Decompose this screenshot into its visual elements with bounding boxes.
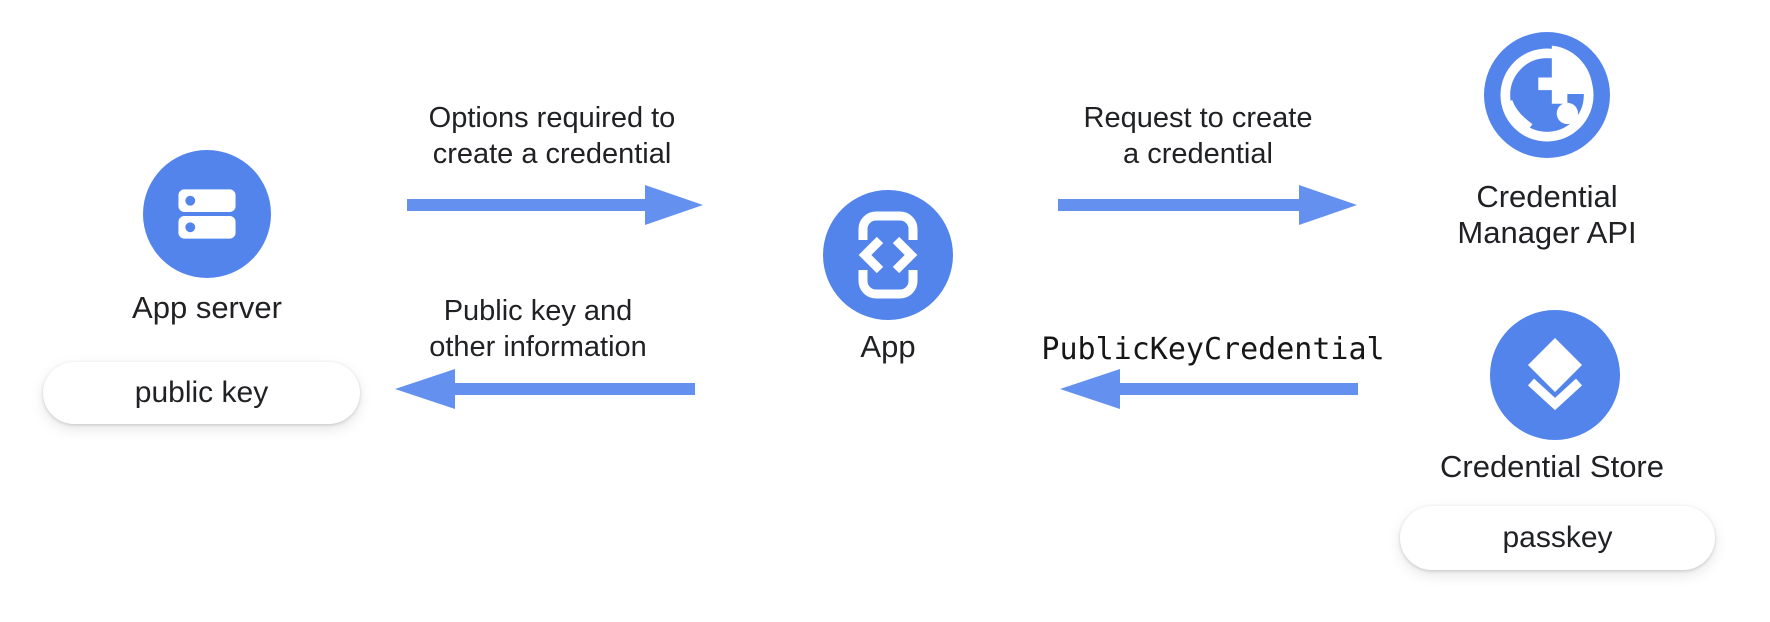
request-caption-line2: a credential bbox=[1123, 138, 1273, 170]
public-key-info-line1: Public key and bbox=[443, 295, 633, 327]
options-caption-line1: Options required to bbox=[428, 102, 676, 134]
server-icon bbox=[143, 150, 271, 278]
options-caption-line2: create a credential bbox=[432, 138, 672, 170]
request-caption-line1: Request to create bbox=[1083, 102, 1313, 134]
public-key-pill: public key bbox=[43, 362, 360, 424]
app-server-badge bbox=[143, 150, 271, 278]
credential-manager-badge bbox=[1484, 32, 1610, 158]
arrow-left-public-key-info bbox=[395, 369, 695, 409]
credential-store-label: Credential Store bbox=[1439, 449, 1665, 484]
app-badge bbox=[823, 190, 953, 320]
app-label: App bbox=[860, 329, 916, 364]
request-caption: Request to create a credential bbox=[1084, 100, 1313, 172]
public-key-info-line2: other information bbox=[429, 331, 647, 363]
credential-manager-label-line2: Manager API bbox=[1457, 215, 1637, 250]
passkey-pill: passkey bbox=[1400, 506, 1715, 570]
arrow-right-request bbox=[1058, 185, 1357, 225]
arrow-left-publickeycredential bbox=[1060, 369, 1358, 409]
options-caption: Options required to create a credential bbox=[429, 100, 676, 172]
arrow-right-options bbox=[407, 185, 703, 225]
app-server-label: App server bbox=[132, 290, 282, 325]
credential-manager-label: Credential Manager API bbox=[1457, 179, 1636, 251]
layers-icon bbox=[1490, 310, 1620, 440]
globe-icon bbox=[1484, 32, 1610, 158]
credential-store-badge bbox=[1490, 310, 1620, 440]
credential-manager-label-line1: Credential bbox=[1476, 179, 1618, 214]
phone-code-icon bbox=[823, 190, 953, 320]
publickeycredential-caption: PublicKeyCredential bbox=[1041, 332, 1385, 367]
public-key-info-caption: Public key and other information bbox=[429, 293, 647, 365]
